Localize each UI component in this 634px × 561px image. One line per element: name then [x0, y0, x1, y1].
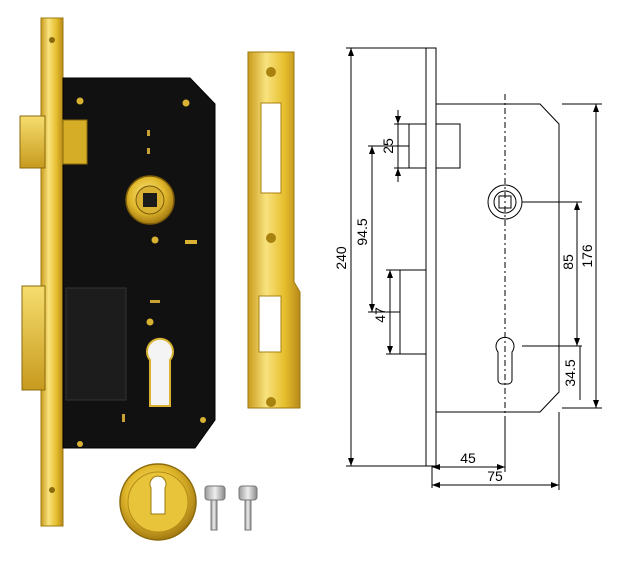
drawing-latch — [408, 123, 427, 169]
escutcheon-illustration — [119, 463, 197, 541]
case-screw — [182, 99, 190, 107]
strike-screw — [266, 233, 276, 243]
case-screw — [76, 97, 84, 105]
case-slot — [122, 414, 125, 422]
dim-label-94-5: 94.5 — [354, 218, 370, 245]
faceplate-screw-bottom — [49, 487, 55, 493]
dead-bolt — [21, 285, 46, 391]
lock-body-illustration — [19, 17, 216, 527]
drawing-latch-inner — [435, 123, 461, 169]
case-screw — [200, 417, 206, 423]
drawing-body — [436, 103, 560, 413]
drawing-faceplate — [425, 47, 437, 467]
case-screw — [151, 236, 159, 244]
dimension-arrows — [348, 48, 599, 488]
case-screw — [77, 441, 83, 447]
drawing-cylinder — [495, 336, 515, 385]
case-slot — [147, 148, 150, 154]
dim-label-47: 47 — [372, 307, 388, 323]
cylinder-hole — [146, 337, 174, 407]
case-slot — [185, 240, 197, 244]
strike-latch-opening — [260, 102, 282, 194]
strike-screw — [266, 397, 276, 407]
dim-label-240: 240 — [333, 246, 349, 270]
case-screw — [146, 318, 154, 326]
strike-plate-illustration — [247, 51, 301, 409]
dim-label-75: 75 — [487, 468, 503, 484]
strike-bolt-opening — [258, 295, 282, 353]
latch-bolt — [19, 115, 46, 169]
escutcheon-keyhole — [149, 475, 167, 515]
case-slot — [147, 130, 150, 136]
latch-bolt-shank — [62, 119, 88, 165]
faceplate-screw-top — [49, 37, 55, 43]
dim-label-34-5: 34.5 — [562, 359, 578, 386]
keys-illustration — [204, 485, 258, 531]
key — [204, 485, 226, 531]
follower-square — [143, 193, 157, 207]
case-slot — [150, 300, 160, 303]
drawing-deadbolt — [399, 269, 427, 355]
lock-inner-panel — [65, 287, 127, 401]
lock-faceplate — [40, 17, 64, 527]
key — [238, 485, 258, 531]
dim-label-176: 176 — [579, 244, 595, 268]
dim-label-25: 25 — [380, 138, 396, 154]
drawing-follower-inner — [493, 190, 517, 214]
dim-label-85: 85 — [560, 254, 576, 270]
strike-screw — [266, 67, 276, 77]
technical-drawing — [346, 47, 602, 490]
dim-label-45: 45 — [460, 450, 476, 466]
